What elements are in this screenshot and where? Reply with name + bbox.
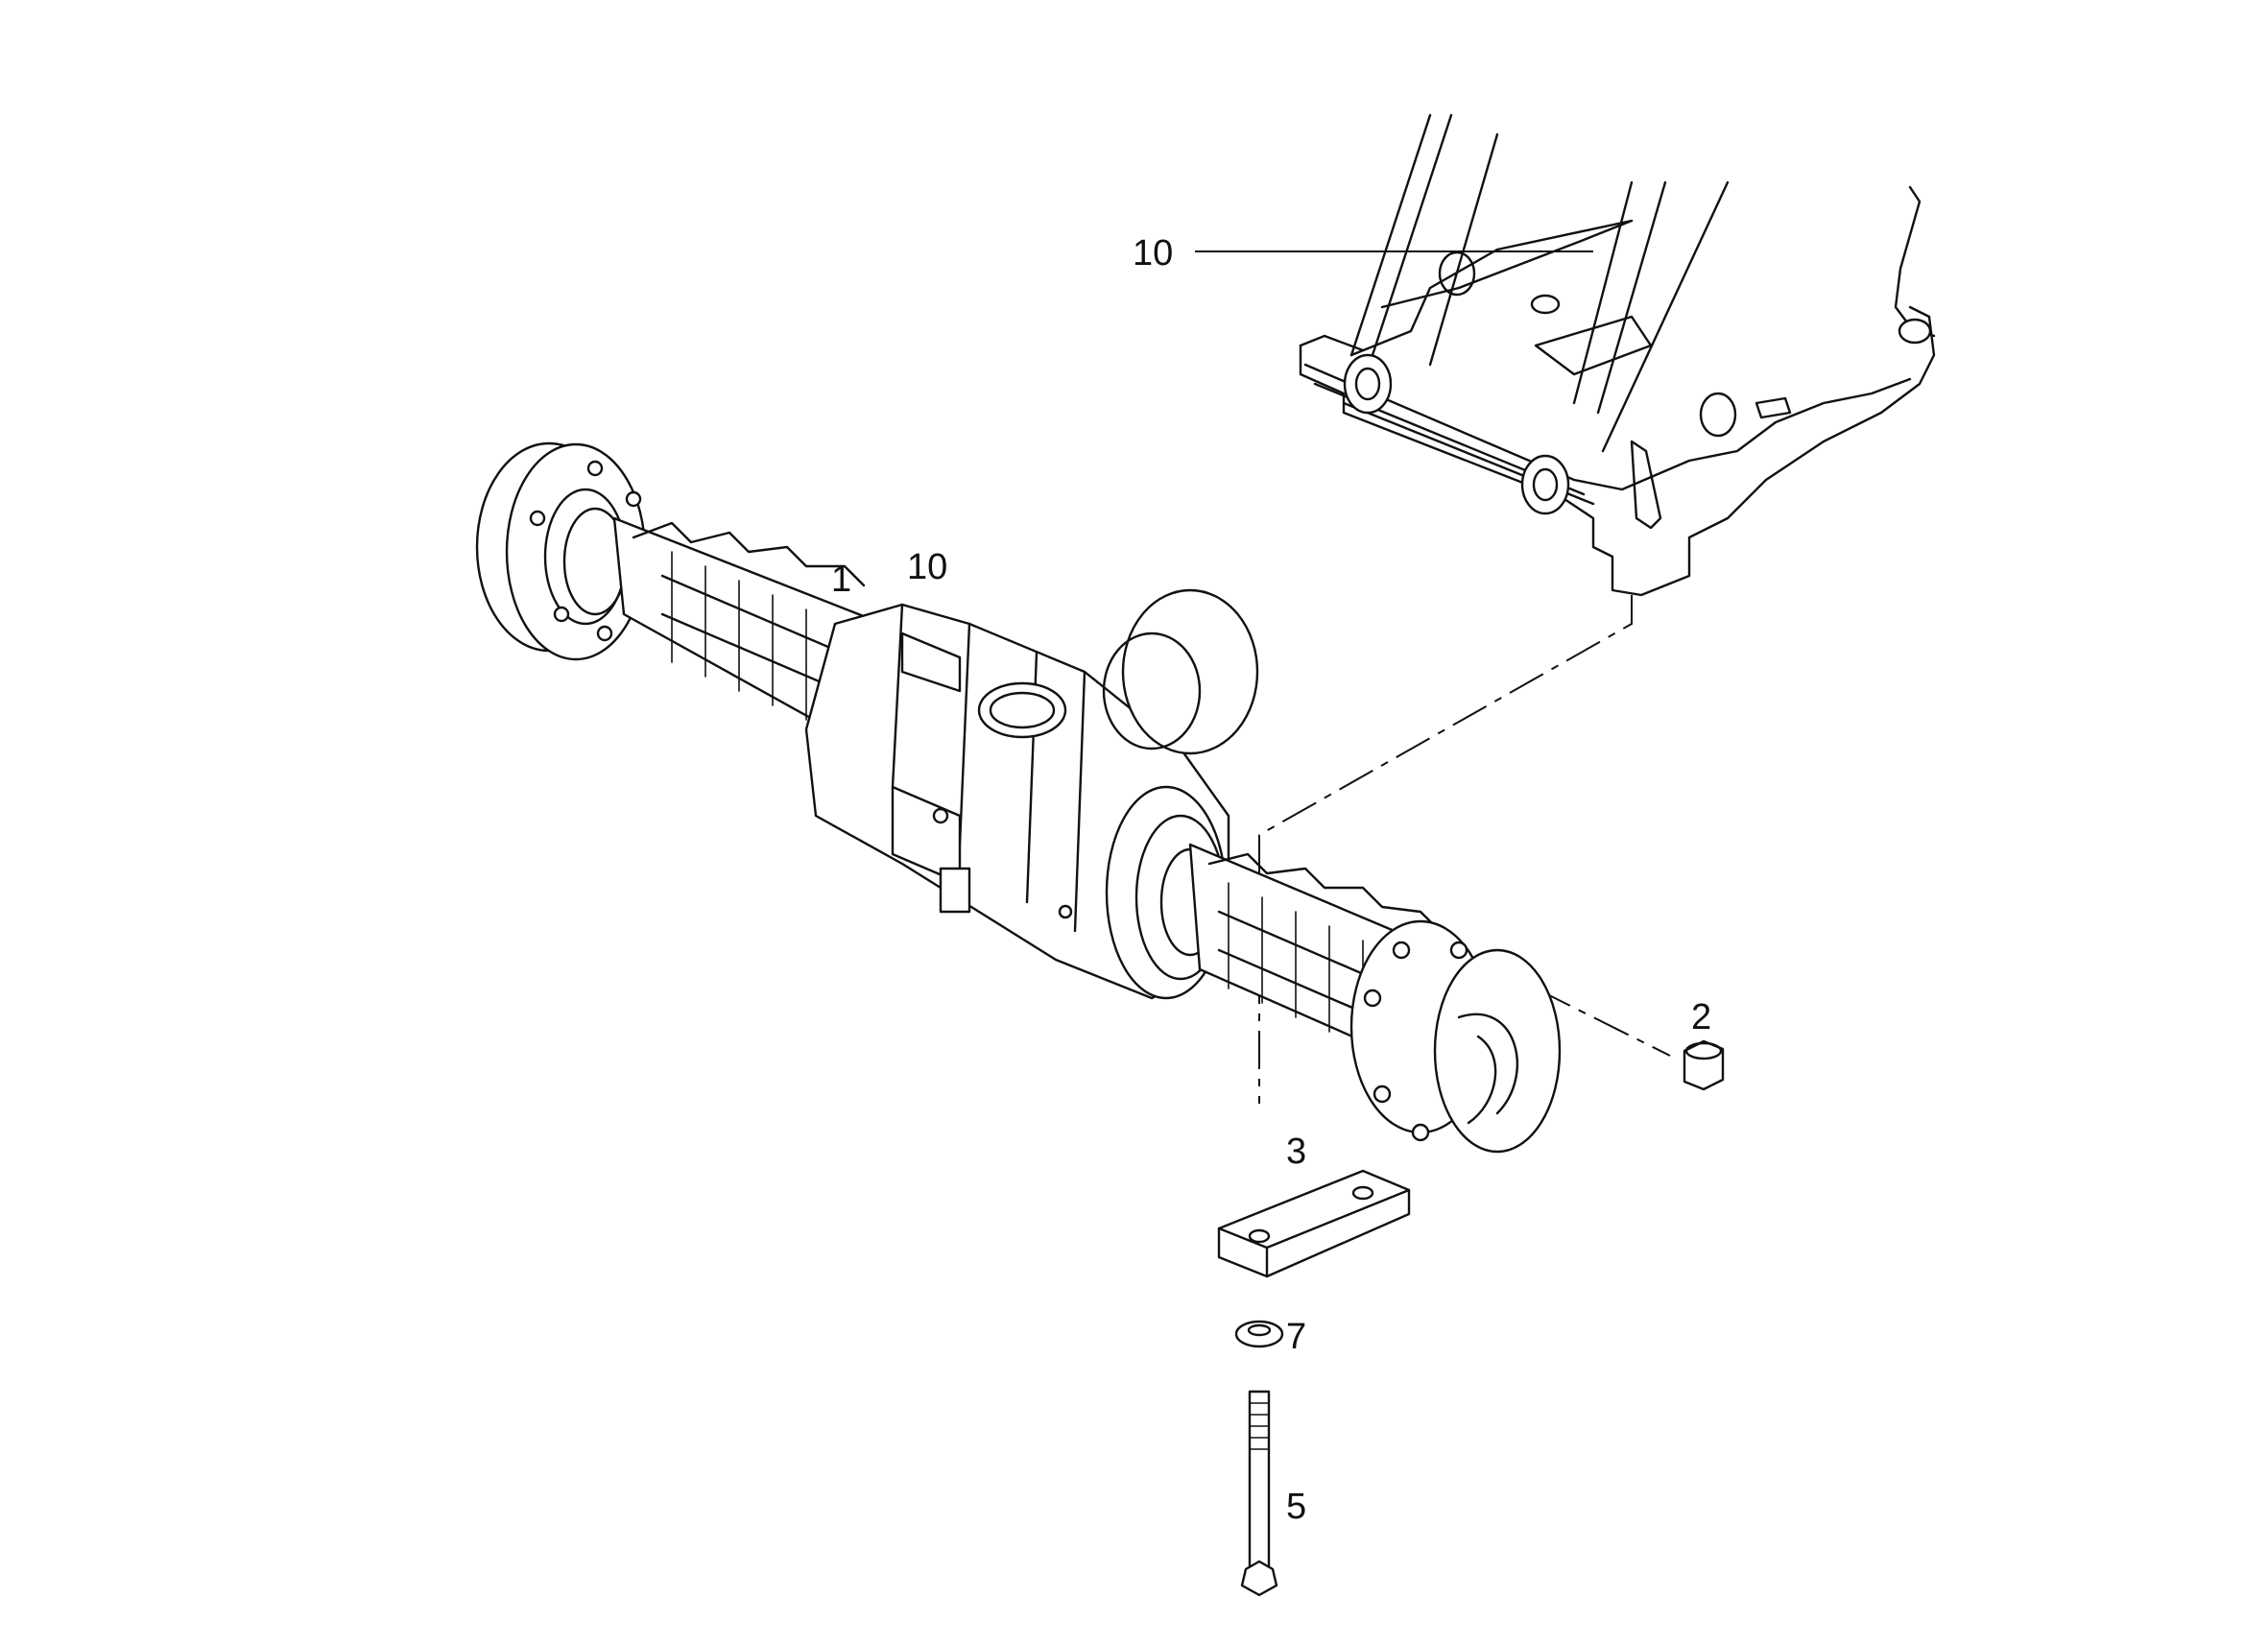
- nut-part: [1683, 1039, 1725, 1091]
- callout-plate: 3: [1286, 1132, 1306, 1172]
- callout-bolt: 5: [1286, 1487, 1306, 1527]
- callout-axle: 1: [831, 560, 851, 600]
- callout-nut: 2: [1691, 997, 1711, 1037]
- nut-axis-line: [1535, 988, 1671, 1057]
- callout-frame: 10: [1133, 233, 1173, 274]
- callout-washer: 7: [1286, 1317, 1306, 1357]
- frame-part: [1299, 113, 1936, 597]
- axle-assembly: [475, 441, 1562, 1154]
- washer-part: [1234, 1320, 1284, 1348]
- callout-axle-ref: 10: [907, 547, 947, 587]
- plate-part: [1217, 1169, 1411, 1278]
- bolt-part: [1240, 1390, 1278, 1597]
